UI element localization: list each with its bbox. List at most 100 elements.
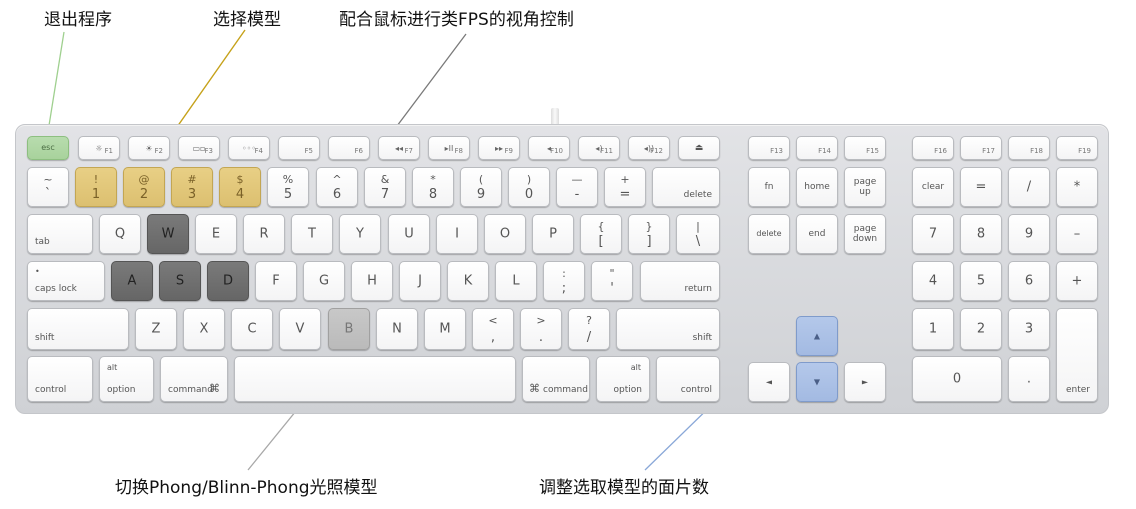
f6-key[interactable]: F6 <box>328 136 370 160</box>
numpad-1-key[interactable]: 1 <box>912 308 954 350</box>
f18-key[interactable]: F18 <box>1008 136 1050 160</box>
f13-key[interactable]: F13 <box>748 136 790 160</box>
f10-key[interactable]: ◂F10 <box>528 136 570 160</box>
key-j[interactable]: J <box>399 261 441 301</box>
numpad-divide-key[interactable]: / <box>1008 167 1050 207</box>
key-m[interactable]: M <box>424 308 466 350</box>
esc-key[interactable]: esc <box>27 136 69 160</box>
end-key[interactable]: end <box>796 214 838 254</box>
key-e[interactable]: E <box>195 214 237 254</box>
key-6[interactable]: ^6 <box>316 167 358 207</box>
numpad-9-key[interactable]: 9 <box>1008 214 1050 254</box>
left-arrow-key[interactable]: ◄ <box>748 362 790 402</box>
key-5[interactable]: %5 <box>267 167 309 207</box>
numpad-5-key[interactable]: 5 <box>960 261 1002 301</box>
left-control-key[interactable]: control <box>27 356 93 402</box>
key-q[interactable]: Q <box>99 214 141 254</box>
key-f[interactable]: F <box>255 261 297 301</box>
key-a[interactable]: A <box>111 261 153 301</box>
key-g[interactable]: G <box>303 261 345 301</box>
f12-key[interactable]: ◂))F12 <box>628 136 670 160</box>
right-command-key[interactable]: ⌘command <box>522 356 590 402</box>
key-y[interactable]: Y <box>339 214 381 254</box>
numpad-3-key[interactable]: 3 <box>1008 308 1050 350</box>
f17-key[interactable]: F17 <box>960 136 1002 160</box>
clear-key[interactable]: clear <box>912 167 954 207</box>
numpad-decimal-key[interactable]: . <box>1008 356 1050 402</box>
numpad-7-key[interactable]: 7 <box>912 214 954 254</box>
key-v[interactable]: V <box>279 308 321 350</box>
semicolon-key[interactable]: :; <box>543 261 585 301</box>
forward-delete-key[interactable]: delete <box>748 214 790 254</box>
f5-key[interactable]: F5 <box>278 136 320 160</box>
left-command-key[interactable]: command⌘ <box>160 356 228 402</box>
comma-key[interactable]: <, <box>472 308 514 350</box>
numpad-8-key[interactable]: 8 <box>960 214 1002 254</box>
numpad-0-key[interactable]: 0 <box>912 356 1002 402</box>
numpad-2-key[interactable]: 2 <box>960 308 1002 350</box>
key-k[interactable]: K <box>447 261 489 301</box>
f3-key[interactable]: ▭▫F3 <box>178 136 220 160</box>
f14-key[interactable]: F14 <box>796 136 838 160</box>
home-key[interactable]: home <box>796 167 838 207</box>
eject-key[interactable]: ⏏ <box>678 136 720 160</box>
f19-key[interactable]: F19 <box>1056 136 1098 160</box>
numpad-enter-key[interactable]: enter <box>1056 308 1098 402</box>
spacebar[interactable] <box>234 356 516 402</box>
left-shift-key[interactable]: shift <box>27 308 129 350</box>
key-o[interactable]: O <box>484 214 526 254</box>
key-1[interactable]: !1 <box>75 167 117 207</box>
minus-key[interactable]: —- <box>556 167 598 207</box>
right-arrow-key[interactable]: ► <box>844 362 886 402</box>
key-2[interactable]: @2 <box>123 167 165 207</box>
key-r[interactable]: R <box>243 214 285 254</box>
key-0[interactable]: )0 <box>508 167 550 207</box>
key-u[interactable]: U <box>388 214 430 254</box>
numpad-equals-key[interactable]: = <box>960 167 1002 207</box>
f16-key[interactable]: F16 <box>912 136 954 160</box>
numpad-minus-key[interactable]: – <box>1056 214 1098 254</box>
key-i[interactable]: I <box>436 214 478 254</box>
backslash-key[interactable]: |\ <box>676 214 720 254</box>
key-t[interactable]: T <box>291 214 333 254</box>
page-up-key[interactable]: page up <box>844 167 886 207</box>
key-7[interactable]: &7 <box>364 167 406 207</box>
right-control-key[interactable]: control <box>656 356 720 402</box>
delete-key[interactable]: delete <box>652 167 720 207</box>
page-down-key[interactable]: page down <box>844 214 886 254</box>
key-b[interactable]: B <box>328 308 370 350</box>
period-key[interactable]: >. <box>520 308 562 350</box>
quote-key[interactable]: "' <box>591 261 633 301</box>
key-z[interactable]: Z <box>135 308 177 350</box>
key-9[interactable]: (9 <box>460 167 502 207</box>
f2-key[interactable]: ☀F2 <box>128 136 170 160</box>
f1-key[interactable]: ☼F1 <box>78 136 120 160</box>
backtick-key[interactable]: ~` <box>27 167 69 207</box>
right-shift-key[interactable]: shift <box>616 308 720 350</box>
key-c[interactable]: C <box>231 308 273 350</box>
key-x[interactable]: X <box>183 308 225 350</box>
f9-key[interactable]: ▸▸F9 <box>478 136 520 160</box>
equals-key[interactable]: += <box>604 167 646 207</box>
key-d[interactable]: D <box>207 261 249 301</box>
up-arrow-key[interactable]: ▲ <box>796 316 838 356</box>
key-s[interactable]: S <box>159 261 201 301</box>
key-n[interactable]: N <box>376 308 418 350</box>
key-4[interactable]: $4 <box>219 167 261 207</box>
return-key[interactable]: return <box>640 261 720 301</box>
tab-key[interactable]: tab <box>27 214 93 254</box>
numpad-6-key[interactable]: 6 <box>1008 261 1050 301</box>
key-w[interactable]: W <box>147 214 189 254</box>
f11-key[interactable]: ◂)F11 <box>578 136 620 160</box>
key-3[interactable]: #3 <box>171 167 213 207</box>
key-h[interactable]: H <box>351 261 393 301</box>
caps-lock-key[interactable]: caps lock• <box>27 261 105 301</box>
down-arrow-key[interactable]: ▼ <box>796 362 838 402</box>
key-l[interactable]: L <box>495 261 537 301</box>
key-p[interactable]: P <box>532 214 574 254</box>
f4-key[interactable]: ◦◦◦F4 <box>228 136 270 160</box>
numpad-multiply-key[interactable]: * <box>1056 167 1098 207</box>
